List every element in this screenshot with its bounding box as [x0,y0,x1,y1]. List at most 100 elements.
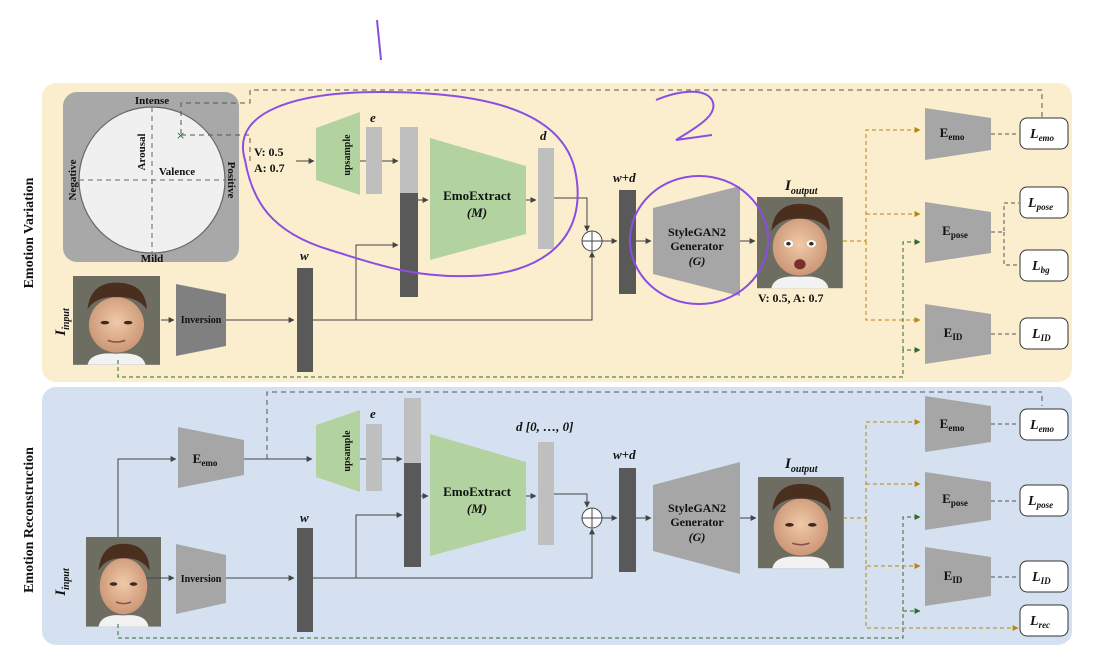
rec-loss-pose-main: L [1027,494,1037,509]
rec-emoextract-block [430,434,526,556]
var-loss-bg-sub: bg [1041,265,1051,275]
svg-text:Lbg: Lbg [1031,259,1050,275]
rec-loss-rec [1019,604,1069,637]
variation-section-label: Emotion Variation [22,177,37,288]
var-emoextract-block [430,138,526,260]
rec-emoextract-title: EmoExtract [443,484,512,499]
var-emoextract-sym: (M) [467,205,487,220]
rec-d-label: d [0, …, 0] [516,419,573,434]
rec-stylegan-block [653,462,740,574]
rec-concat-top [404,398,421,463]
reconstruction-section-label: Emotion Reconstruction [22,447,37,593]
rec-inversion-block [176,544,226,614]
rec-e-vector [366,424,382,491]
rec-encoder-pose-label: Epose [942,491,968,508]
var-loss-pose-main: L [1027,196,1037,211]
var-encoder-id-label: EID [944,325,963,342]
var-stylegan-sym: (G) [689,254,706,268]
rec-encoder-emo-label: Eemo [940,416,965,433]
var-loss-id-main: L [1031,327,1041,342]
rec-loss-id [1019,560,1069,593]
var-loss-bg [1019,249,1069,282]
var-wd-label: w+d [613,170,636,185]
rec-loss-rec-sub: rec [1039,620,1051,630]
rec-stylegan-title2: Generator [670,515,724,529]
rec-wd-vector [619,468,636,572]
rec-encoder-pose [925,472,991,530]
rec-d-vector [538,442,554,545]
va-negative-label: Negative [67,159,79,200]
rec-wd-label: w+d [613,447,636,462]
var-loss-id [1019,317,1069,350]
var-loss-id-sub: ID [1040,333,1052,343]
rec-e-label: e [370,406,376,421]
var-encoder-emo-label: Eemo [940,125,965,142]
var-upsample-label: upsample [342,134,353,176]
rec-upsample-label: upsample [342,430,353,472]
svg-text:LID: LID [1031,570,1051,586]
var-encoder-emo [925,108,991,160]
rec-encoder-id [925,547,991,606]
va-intense-label: Intense [135,95,169,107]
var-wd-vector [619,190,636,294]
rec-stylegan-sym: (G) [689,530,706,544]
var-stylegan-title2: Generator [670,239,724,253]
var-input-face-image [71,274,162,366]
svg-text:Lpose: Lpose [1027,494,1053,510]
rec-stylegan-title1: StyleGAN2 [668,501,726,515]
rec-loss-emo-main: L [1029,418,1039,433]
va-valence-label: Valence [159,166,195,178]
svg-text:Lpose: Lpose [1027,196,1053,212]
rec-output-label: Ioutput [784,456,819,475]
var-emoextract-title: EmoExtract [443,188,512,203]
var-stylegan-title1: StyleGAN2 [668,225,726,239]
rec-inversion-label: Inversion [181,574,222,585]
var-output-face-image [757,197,843,289]
var-stylegan-block [653,186,740,296]
var-loss-emo-sub: emo [1039,133,1055,143]
va-positive-label: Positive [225,162,237,199]
rec-loss-emo-sub: emo [1039,424,1055,434]
var-loss-pose [1019,186,1069,219]
var-loss-bg-main: L [1031,259,1041,274]
svg-text:Lrec: Lrec [1029,614,1050,630]
rec-loss-id-main: L [1031,570,1041,585]
rec-w-label: w [300,510,309,525]
var-inversion-label: Inversion [181,315,222,326]
var-upsample-block [316,112,360,195]
var-output-label: Ioutput [784,178,819,197]
svg-text:Lemo: Lemo [1029,127,1055,143]
annotation-tick-stroke [376,19,382,61]
var-w-label: w [300,248,309,263]
var-output-va: V: 0.5, A: 0.7 [758,291,824,305]
rec-loss-emo [1019,408,1069,441]
rec-w-vector [297,528,313,632]
var-loss-emo [1019,117,1069,150]
annotation-circle-stylegan [629,175,769,305]
rec-encoder-id-label: EID [944,568,963,585]
var-loss-emo-main: L [1029,127,1039,142]
va-arousal-label: Arousal [136,133,148,170]
var-d-vector [538,148,554,249]
var-e-vector [366,127,382,194]
rec-encoder-emo [925,396,991,452]
rec-output-face-image [756,475,845,570]
rec-input-face-image [85,536,162,628]
annotation-squiggle [655,90,715,141]
var-concat-top [400,127,418,193]
rec-loss-pose-sub: pose [1036,500,1054,510]
va-point-marker: × [176,129,185,142]
rec-input-label: Iinput [53,567,72,597]
var-w-vector [297,268,313,372]
rec-upsample-block [316,410,360,492]
rec-loss-pose [1019,484,1069,517]
rec-encoder-emo-input [178,427,244,488]
var-va-line2: A: 0.7 [254,161,285,175]
svg-text:Lemo: Lemo [1029,418,1055,434]
rec-concat-bottom [404,463,421,567]
svg-text:LID: LID [1031,327,1051,343]
var-encoder-pose [925,202,991,263]
var-encoder-pose-label: Epose [942,223,968,240]
var-concat-bottom [400,193,418,297]
